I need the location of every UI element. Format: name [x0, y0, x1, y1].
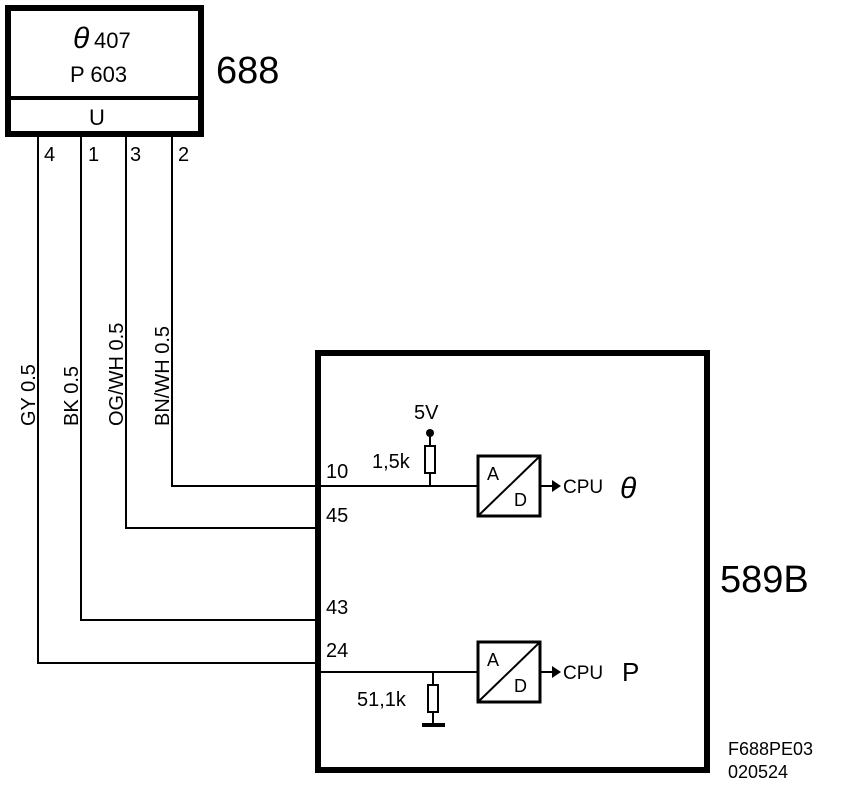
ecu-pin-number: 43 — [326, 597, 348, 619]
cpu-theta-symbol: θ — [620, 472, 637, 505]
wire-label-gy: GY 0.5 — [18, 364, 40, 426]
sensor-pin-number: 3 — [130, 144, 141, 166]
sensor-id: 688 — [216, 50, 279, 92]
sensor-theta-value: 407 — [94, 28, 131, 53]
sensor-theta-symbol: θ — [73, 22, 90, 55]
sensor-pin-number: 4 — [44, 144, 55, 166]
sensor-pin-numbers: 4 1 3 2 — [44, 144, 189, 166]
ecu-pin-number: 10 — [326, 461, 348, 483]
adc-d-label: D — [514, 490, 527, 510]
drawing-date: 020524 — [728, 762, 788, 782]
sensor-pin-number: 2 — [178, 144, 189, 166]
pulldown-value: 51,1k — [357, 689, 407, 711]
cpu-label: CPU — [563, 477, 603, 498]
adc-d-label: D — [514, 676, 527, 696]
ecu-box — [315, 350, 710, 773]
wire-og-wh — [125, 134, 318, 529]
wire-bn-wh — [171, 134, 318, 487]
adc-a-label: A — [487, 650, 499, 670]
ecu-589b: 589B 10 45 43 24 5V 1,5k 51,1k A D CPU — [315, 350, 809, 773]
adc-diagonal — [477, 641, 541, 703]
arrow-icon — [552, 480, 561, 492]
sensor-box — [5, 5, 204, 137]
wires — [37, 134, 318, 664]
ecu-pin-number: 45 — [326, 505, 348, 527]
wire-label-bn-wh: BN/WH 0.5 — [152, 326, 174, 426]
wire-label-bk: BK 0.5 — [61, 366, 83, 426]
sensor-pin-number: 1 — [88, 144, 99, 166]
cpu-label: CPU — [563, 663, 603, 684]
sensor-688: θ 407 P 603 U 688 — [5, 5, 279, 137]
ecu-id: 589B — [720, 559, 809, 601]
wire-labels: GY 0.5 BK 0.5 OG/WH 0.5 BN/WH 0.5 — [18, 323, 174, 426]
sensor-p-value: P 603 — [70, 62, 127, 87]
drawing-code: F688PE03 — [728, 739, 813, 759]
supply-label: 5V — [414, 402, 439, 424]
wire-gy — [37, 134, 318, 664]
adc-diagonal — [477, 455, 541, 517]
ecu-pin-number: 24 — [326, 640, 348, 662]
arrow-icon — [552, 666, 561, 678]
pulldown-resistor — [427, 684, 439, 713]
pullup-value: 1,5k — [372, 451, 411, 473]
adc-pressure: A D CPU P — [476, 640, 639, 704]
adc-a-label: A — [487, 464, 499, 484]
wire-label-og-wh: OG/WH 0.5 — [106, 323, 128, 426]
cpu-p-label: P — [622, 657, 639, 687]
sensor-u-label: U — [89, 105, 105, 130]
pullup-resistor — [424, 445, 436, 474]
wire-bk — [80, 134, 318, 621]
adc-theta: A D CPU θ — [476, 454, 637, 518]
